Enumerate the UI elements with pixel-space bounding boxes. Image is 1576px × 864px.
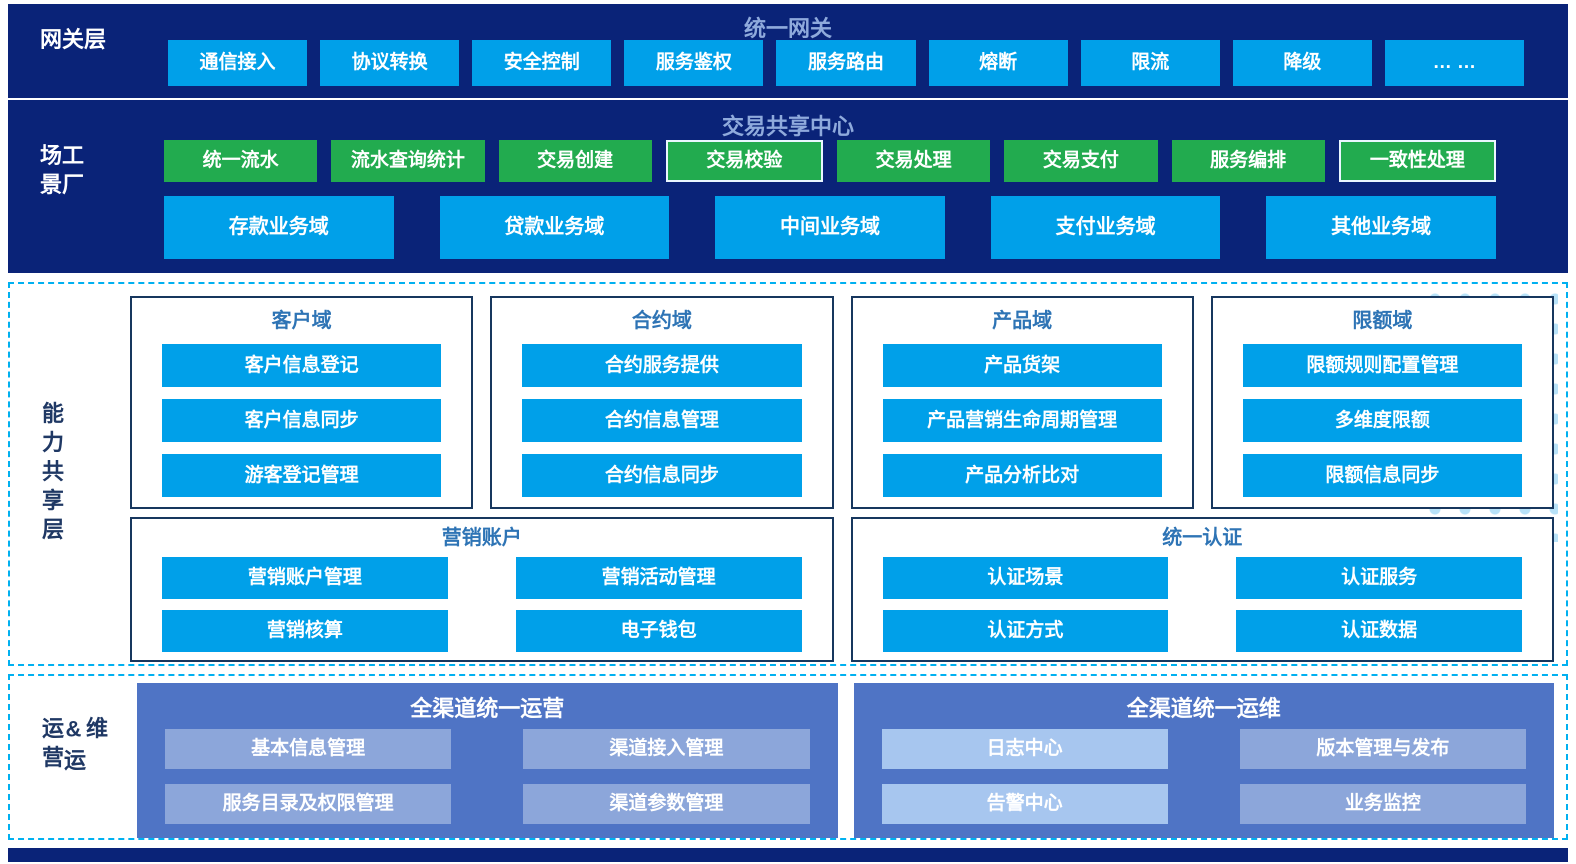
capability-item-limit-rule-config: 限额规则配置管理 [1242, 344, 1522, 387]
capability-item-product-shelf: 产品货架 [882, 344, 1162, 387]
gateway-side-label: 网关层 [37, 27, 106, 57]
gateway-item-degrade: 降级 [1232, 40, 1372, 86]
gateway-item-circuit-break: 熔断 [928, 40, 1068, 86]
group-title-limit: 限额域 [1352, 310, 1413, 332]
scenario-side-label: 场景工厂 [37, 143, 84, 202]
txn-item-verify: 交易校验 [665, 140, 823, 182]
gateway-item-security-control: 安全控制 [472, 40, 612, 86]
txn-item-orchestration: 服务编排 [1171, 140, 1325, 182]
ops-side-label: 运营&运维 [39, 716, 108, 778]
group-title-product: 产品域 [992, 310, 1053, 332]
txn-item-unified-flow: 统一流水 [164, 140, 318, 182]
capability-item-marketing-activity-mgmt: 营销活动管理 [515, 557, 802, 599]
business-domains-row: 存款业务域 贷款业务域 中间业务域 支付业务域 其他业务域 [164, 196, 1496, 259]
capability-item-product-compare: 产品分析比对 [882, 454, 1162, 497]
ops-panel-operation: 全渠道统一运营 基本信息管理 渠道接入管理 服务目录及权限管理 渠道参数管理 [137, 683, 838, 838]
ops-panel-maintenance: 全渠道统一运维 日志中心 版本管理与发布 告警中心 业务监控 [853, 683, 1554, 838]
capability-wide-groups-row: 营销账户 营销账户管理 营销活动管理 营销核算 电子钱包 统一认证 认证场景 认… [130, 517, 1554, 662]
capability-group-customer: 客户域 客户信息登记 客户信息同步 游客登记管理 [130, 296, 474, 509]
ops-panel-operation-title: 全渠道统一运营 [410, 696, 565, 721]
bottom-navy-bar [8, 848, 1568, 862]
gateway-item-service-routing: 服务路由 [776, 40, 916, 86]
ops-item-service-catalog-permission: 服务目录及权限管理 [165, 784, 452, 824]
capability-item-marketing-account-mgmt: 营销账户管理 [162, 557, 448, 599]
gateway-items-row: 通信接入 协议转换 安全控制 服务鉴权 服务路由 熔断 限流 降级 … … [168, 40, 1524, 86]
capability-side-label: 能力共享层 [39, 401, 64, 547]
txn-item-payment: 交易支付 [1004, 140, 1158, 182]
capability-item-guest-register: 游客登记管理 [162, 454, 442, 497]
txn-item-flow-query-stats: 流水查询统计 [331, 140, 485, 182]
ops-item-log-center: 日志中心 [881, 729, 1168, 769]
domain-deposit: 存款业务域 [164, 196, 394, 259]
capability-item-contract-service: 合约服务提供 [522, 344, 802, 387]
capability-groups-row: 客户域 客户信息登记 客户信息同步 游客登记管理 合约域 合约服务提供 合约信息… [130, 296, 1554, 509]
capability-item-multi-dimension-limit: 多维度限额 [1242, 399, 1522, 442]
ops-item-version-release: 版本管理与发布 [1239, 729, 1526, 769]
gateway-item-protocol-convert: 协议转换 [320, 40, 460, 86]
ops-item-business-monitor: 业务监控 [1239, 784, 1526, 824]
capability-group-product: 产品域 产品货架 产品营销生命周期管理 产品分析比对 [850, 296, 1194, 509]
gateway-item-more: … … [1384, 40, 1524, 86]
group-title-contract: 合约域 [631, 310, 692, 332]
group-title-unified-auth: 统一认证 [1162, 527, 1243, 549]
capability-group-marketing-account: 营销账户 营销账户管理 营销活动管理 营销核算 电子钱包 [130, 517, 834, 662]
ops-panels-row: 全渠道统一运营 基本信息管理 渠道接入管理 服务目录及权限管理 渠道参数管理 全… [137, 683, 1554, 838]
capability-group-limit: 限额域 限额规则配置管理 多维度限额 限额信息同步 [1210, 296, 1554, 509]
txn-item-process: 交易处理 [837, 140, 991, 182]
capability-item-auth-service: 认证服务 [1236, 557, 1522, 599]
txn-item-create: 交易创建 [498, 140, 652, 182]
capability-item-limit-info-sync: 限额信息同步 [1242, 454, 1522, 497]
domain-loan: 贷款业务域 [439, 196, 670, 259]
group-title-marketing-account: 营销账户 [441, 527, 522, 549]
ops-item-basic-info-mgmt: 基本信息管理 [165, 729, 452, 769]
capability-group-unified-auth: 统一认证 认证场景 认证服务 认证方式 认证数据 [850, 517, 1554, 662]
capability-item-auth-data: 认证数据 [1236, 610, 1522, 652]
group-title-customer: 客户域 [271, 310, 332, 332]
gateway-title: 统一网关 [743, 16, 832, 41]
gateway-item-service-auth: 服务鉴权 [624, 40, 764, 86]
capability-item-customer-register: 客户信息登记 [162, 344, 442, 387]
gateway-item-comm-access: 通信接入 [168, 40, 308, 86]
transaction-services-row: 统一流水 流水查询统计 交易创建 交易校验 交易处理 交易支付 服务编排 一致性… [164, 140, 1496, 182]
capability-item-auth-method: 认证方式 [882, 610, 1169, 652]
ops-item-channel-param-mgmt: 渠道参数管理 [523, 784, 810, 824]
capability-item-customer-sync: 客户信息同步 [162, 399, 442, 442]
capability-item-contract-info-mgmt: 合约信息管理 [522, 399, 802, 442]
scenario-factory-band: 场景工厂 交易共享中心 统一流水 流水查询统计 交易创建 交易校验 交易处理 交… [8, 100, 1568, 273]
ops-item-channel-access-mgmt: 渠道接入管理 [523, 729, 810, 769]
gateway-layer-band: 网关层 统一网关 通信接入 协议转换 安全控制 服务鉴权 服务路由 熔断 限流 … [8, 4, 1568, 98]
ops-panel-maintenance-title: 全渠道统一运维 [1126, 696, 1281, 721]
transaction-center-title: 交易共享中心 [721, 114, 854, 139]
ops-item-alert-center: 告警中心 [881, 784, 1168, 824]
capability-sharing-band: 能力共享层 客户域 客户信息登记 客户信息同步 游客登记管理 合约域 合约服务提… [8, 282, 1568, 666]
capability-item-e-wallet: 电子钱包 [515, 610, 802, 652]
txn-item-consistency: 一致性处理 [1338, 140, 1496, 182]
ops-band: 运营&运维 全渠道统一运营 基本信息管理 渠道接入管理 服务目录及权限管理 渠道… [8, 674, 1568, 840]
capability-item-marketing-accounting: 营销核算 [162, 610, 448, 652]
capability-group-contract: 合约域 合约服务提供 合约信息管理 合约信息同步 [490, 296, 834, 509]
domain-other: 其他业务域 [1266, 196, 1496, 259]
capability-item-auth-scene: 认证场景 [882, 557, 1169, 599]
capability-item-product-lifecycle: 产品营销生命周期管理 [882, 399, 1162, 442]
capability-item-contract-info-sync: 合约信息同步 [522, 454, 802, 497]
domain-intermediary: 中间业务域 [715, 196, 945, 259]
domain-payment: 支付业务域 [990, 196, 1221, 259]
gateway-item-rate-limit: 限流 [1080, 40, 1220, 86]
